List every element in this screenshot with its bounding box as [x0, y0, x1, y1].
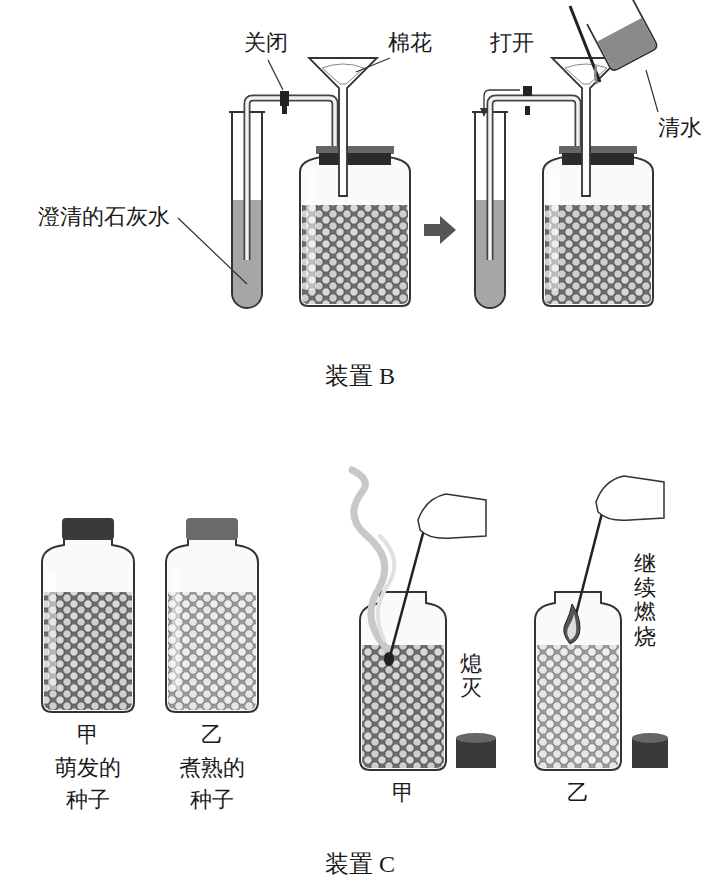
jar-germinating — [42, 518, 134, 712]
leader-line — [268, 60, 283, 90]
clamp-closed — [280, 91, 289, 106]
part-label: 清水 — [658, 113, 702, 143]
water-stream — [595, 66, 597, 84]
figure-caption: 装置 C — [325, 848, 395, 880]
part-label: 澄清的石灰水 — [38, 202, 170, 232]
smoke — [352, 470, 388, 650]
jar-lid — [632, 733, 668, 768]
apparatus-open-group — [472, 58, 653, 308]
valve-state-label: 关闭 — [244, 28, 288, 58]
jar-lid — [456, 733, 496, 768]
apparatus-closed — [229, 58, 410, 308]
valve-state-label: 打开 — [490, 28, 534, 58]
leader-line — [356, 58, 390, 72]
open-jar-b — [535, 592, 621, 770]
result-label: 熄灭 — [460, 652, 482, 700]
jar-label: 乙 — [201, 720, 223, 750]
gas-flow-arrow — [484, 90, 520, 112]
hand — [418, 494, 486, 538]
hand — [596, 476, 664, 520]
jar-cooked — [166, 518, 258, 712]
seed-label: 萌发的种子 — [55, 752, 121, 816]
result-label: 继续燃烧 — [634, 552, 656, 649]
jar-label: 乙 — [567, 778, 589, 808]
clamp-open — [523, 86, 532, 96]
process-arrow — [424, 216, 456, 244]
leader-line — [646, 70, 658, 112]
part-label: 棉花 — [388, 28, 432, 58]
apparatus-open — [472, 58, 653, 308]
beaker — [587, 0, 658, 72]
figure-caption: 装置 B — [325, 360, 395, 392]
jar-label: 甲 — [392, 778, 414, 808]
flame — [564, 604, 580, 644]
leader-line — [178, 218, 247, 284]
jar-label: 甲 — [77, 720, 99, 750]
seed-label: 煮熟的种子 — [179, 752, 245, 816]
